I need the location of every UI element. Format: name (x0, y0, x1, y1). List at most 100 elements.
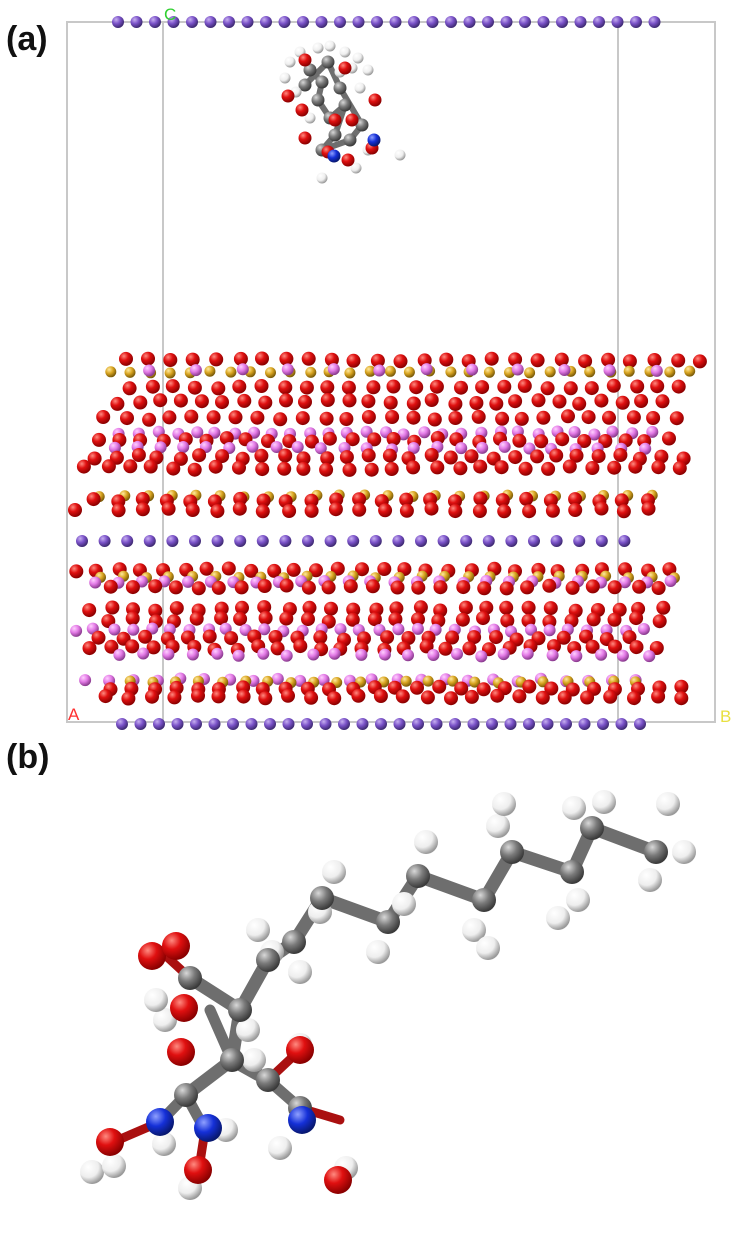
oxygen-atom (103, 579, 118, 594)
oxygen-atom (215, 449, 230, 464)
hydrogen-atom (284, 56, 296, 68)
oxygen-atom (153, 393, 168, 408)
oxygen-atom (279, 611, 294, 626)
oxygen-atom (373, 689, 388, 703)
oxygen-atom (143, 459, 158, 474)
hydrogen-atom (268, 1136, 292, 1160)
oxygen-atom (519, 491, 534, 506)
oxygen-atom (258, 395, 273, 410)
oxygen-atom (386, 432, 401, 446)
hydrogen-atom (672, 840, 696, 864)
pink-lattice-atom (616, 649, 629, 662)
pink-lattice-atom (355, 648, 368, 661)
oxygen-atom (96, 1128, 124, 1156)
oxygen-atom (301, 351, 316, 366)
oxygen-atom (448, 411, 463, 425)
pink-lattice-atom (211, 647, 224, 660)
oxygen-atom (82, 641, 97, 656)
hydrogen-atom (312, 42, 324, 54)
oxygen-atom (536, 410, 551, 425)
hydrogen-atom (324, 40, 336, 52)
gold-lattice-atom (684, 365, 696, 377)
purple-lattice-atom (482, 535, 495, 547)
purple-lattice-atom (375, 718, 387, 730)
oxygen-atom (647, 353, 662, 367)
oxygen-atom (324, 352, 339, 367)
purple-lattice-atom (556, 16, 568, 28)
oxygen-atom (255, 462, 270, 477)
gold-lattice-atom (344, 367, 356, 379)
oxygen-atom (541, 461, 556, 476)
oxygen-atom (244, 563, 259, 578)
oxygen-atom (662, 431, 676, 446)
oxygen-atom (420, 690, 435, 705)
oxygen-atom (651, 689, 666, 704)
oxygen-atom (339, 412, 354, 426)
oxygen-atom (256, 493, 271, 508)
oxygen-atom (321, 580, 336, 595)
oxygen-atom (233, 491, 248, 506)
gold-lattice-atom (124, 366, 136, 378)
hydrogen-atom (304, 112, 316, 124)
pink-lattice-atom (606, 425, 619, 438)
oxygen-atom (189, 611, 204, 626)
oxygen-atom (401, 631, 416, 645)
purple-lattice-atom (463, 16, 476, 28)
oxygen-atom (458, 600, 473, 615)
oxygen-atom (296, 461, 311, 476)
pink-lattice-atom (418, 426, 431, 439)
oxygen-atom (542, 578, 557, 593)
carbon-atom (343, 133, 357, 147)
oxygen-atom (603, 689, 618, 704)
oxygen-atom (406, 460, 421, 475)
pink-lattice-atom (246, 440, 259, 453)
oxygen-atom (233, 611, 248, 626)
pink-lattice-atom (154, 441, 167, 454)
gold-lattice-atom (164, 367, 176, 379)
oxygen-atom (346, 602, 361, 617)
oxygen-atom (517, 378, 532, 393)
purple-lattice-atom (519, 16, 531, 28)
pink-lattice-atom (455, 442, 468, 455)
oxygen-atom (214, 611, 229, 626)
oxygen-atom (552, 394, 567, 409)
purple-lattice-atom (371, 16, 383, 28)
oxygen-atom (473, 491, 488, 506)
oxygen-atom (535, 690, 550, 705)
oxygen-atom (313, 630, 328, 645)
oxygen-atom (671, 379, 686, 394)
oxygen-atom (270, 641, 285, 656)
oxygen-atom (390, 580, 405, 595)
purple-lattice-atom (149, 16, 161, 28)
pink-lattice-atom (637, 623, 650, 635)
oxygen-atom (489, 396, 504, 411)
purple-lattice-atom (282, 718, 295, 730)
oxygen-atom (304, 503, 319, 518)
oxygen-atom (206, 410, 221, 425)
oxygen-atom (279, 393, 293, 408)
oxygen-atom (170, 994, 198, 1022)
oxygen-atom (584, 381, 599, 396)
oxygen-atom (568, 492, 583, 507)
pink-lattice-atom (411, 622, 424, 635)
oxygen-atom (448, 494, 462, 509)
hydrogen-atom (562, 796, 586, 820)
oxygen-atom (439, 352, 454, 367)
purple-lattice-atom (338, 718, 350, 730)
pink-lattice-atom (378, 648, 391, 661)
oxygen-atom (293, 639, 308, 654)
purple-lattice-atom (319, 718, 332, 730)
oxygen-atom (464, 689, 479, 704)
oxygen-atom (406, 396, 421, 411)
oxygen-atom (467, 630, 482, 645)
purple-lattice-atom (573, 535, 586, 547)
oxygen-atom (192, 448, 207, 463)
oxygen-atom (366, 380, 381, 395)
purple-lattice-atom (593, 16, 605, 28)
oxygen-atom (494, 460, 509, 475)
oxygen-atom (508, 394, 523, 409)
oxygen-atom (191, 688, 205, 703)
pink-lattice-atom (89, 576, 102, 589)
oxygen-atom (475, 380, 490, 395)
oxygen-atom (427, 412, 442, 427)
